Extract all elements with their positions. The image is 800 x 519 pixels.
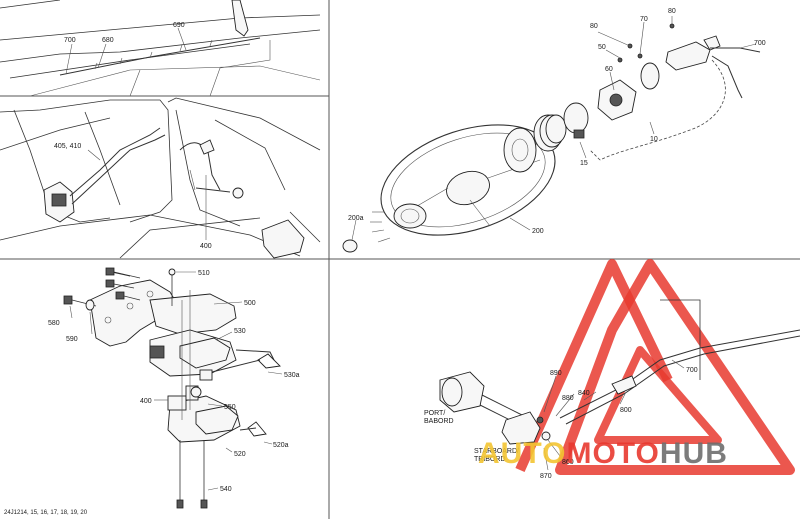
callout-860: 860 xyxy=(562,459,574,466)
watermark-moto: MOTO xyxy=(566,437,660,470)
panel-top-left: 700 680 690 xyxy=(0,0,321,97)
callout-500: 500 xyxy=(244,300,256,307)
callout-400-lower: 400 xyxy=(140,398,152,405)
callout-15: 15 xyxy=(580,160,588,167)
callout-800: 800 xyxy=(620,407,632,414)
watermark-wordmark: AUTOMOTOHUB xyxy=(478,438,728,470)
callout-540: 540 xyxy=(220,486,232,493)
watermark-logo xyxy=(515,259,795,475)
callout-200a: 200a xyxy=(348,215,364,222)
callout-400-upper: 400 xyxy=(200,243,212,250)
callout-530: 530 xyxy=(234,328,246,335)
callout-80-right: 80 xyxy=(668,8,676,15)
port-label: PORT/ BABORD xyxy=(424,410,454,425)
callout-840: 840 xyxy=(578,390,590,397)
callout-700-bottom: 700 xyxy=(686,367,698,374)
panel-top-right: 80 70 80 50 60 700 10 15 200a 200 xyxy=(342,8,766,253)
callout-10: 10 xyxy=(650,136,658,143)
callout-890: 890 xyxy=(550,370,562,377)
callout-520a: 520a xyxy=(273,442,289,449)
callout-530a: 530a xyxy=(284,372,300,379)
callout-510: 510 xyxy=(198,270,210,277)
drawing-number: 24J1214, 15, 16, 17, 18, 19, 20 xyxy=(4,510,88,516)
callout-690: 690 xyxy=(173,22,185,29)
callout-405-410: 405, 410 xyxy=(54,143,81,150)
callout-700-top: 700 xyxy=(754,40,766,47)
callout-590: 590 xyxy=(66,336,78,343)
callout-70: 70 xyxy=(640,16,648,23)
watermark-auto: AUTO xyxy=(478,437,567,470)
panel-mid-left: 405, 410 400 xyxy=(0,97,321,259)
callout-520: 520 xyxy=(234,451,246,458)
watermark-hub: HUB xyxy=(659,437,728,470)
callout-80-left: 80 xyxy=(590,23,598,30)
callout-880: 880 xyxy=(562,395,574,402)
callout-870: 870 xyxy=(540,473,552,480)
callout-580: 580 xyxy=(48,320,60,327)
callout-50: 50 xyxy=(598,44,606,51)
callout-700: 700 xyxy=(64,37,76,44)
panel-bottom-right: 700 890 840 880 800 860 870 xyxy=(439,259,800,480)
callout-60: 60 xyxy=(605,66,613,73)
callout-680: 680 xyxy=(102,37,114,44)
starboard-label: STARBOARD/ TRIBORD xyxy=(474,448,519,463)
panel-bottom-left: 510 500 580 590 530 530a 400 550 520a 52… xyxy=(4,267,300,516)
callout-200: 200 xyxy=(532,228,544,235)
callout-550: 550 xyxy=(224,404,236,411)
